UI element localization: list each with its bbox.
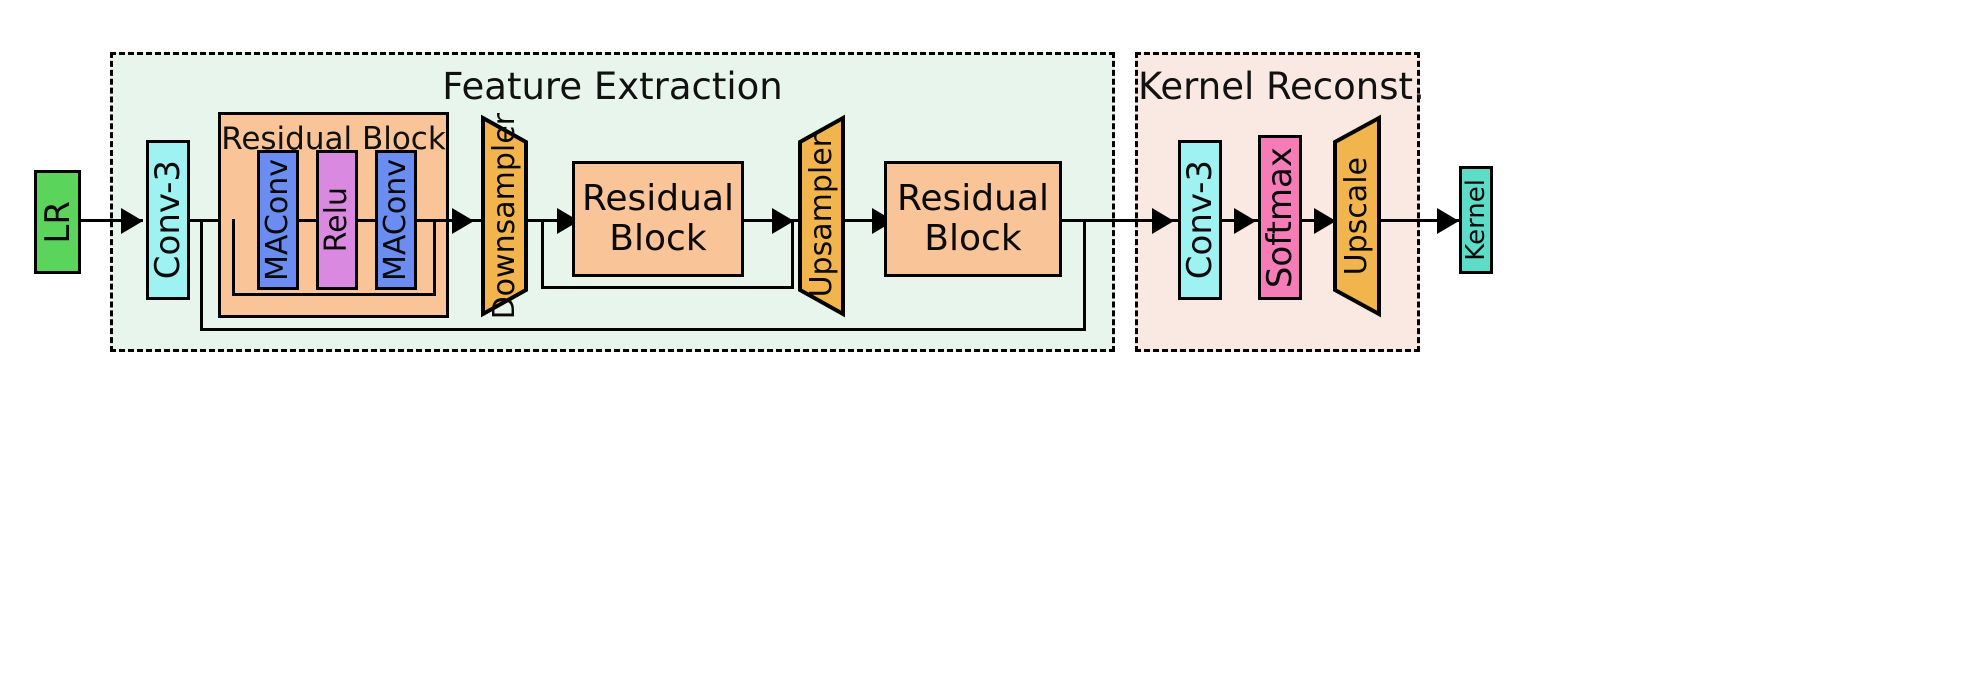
node-conv3-kernel-reconstruction-label: Conv-3 xyxy=(1180,160,1220,280)
arrowhead-residualblock1-to-upsampler xyxy=(772,208,794,234)
node-output-kernel-label: Kernel xyxy=(1461,179,1491,261)
node-downsampler[interactable]: Downsampler xyxy=(481,112,528,320)
node-upscale[interactable]: Upscale xyxy=(1333,114,1381,318)
upsampler-shape xyxy=(798,114,845,318)
node-residual-block-1[interactable]: Residual Block xyxy=(572,161,744,277)
arrowhead-residualblock-to-downsampler xyxy=(452,208,474,234)
node-maconv-1-label: MAConv xyxy=(260,159,295,281)
inner-block-skip-left xyxy=(232,219,235,296)
edge-upscale-to-kernel xyxy=(1381,219,1461,222)
arrowhead-lr-to-conv3 xyxy=(121,208,143,234)
midscale-skip-right xyxy=(791,219,794,289)
node-maconv-2-label: MAConv xyxy=(378,159,413,281)
node-downsampler-label: Downsampler xyxy=(486,112,522,320)
node-upsampler[interactable]: Upsampler xyxy=(798,114,845,318)
inner-block-skip-bottom xyxy=(232,293,436,296)
downsampler-shape xyxy=(481,114,528,318)
node-residual-block-2-label: Residual Block xyxy=(896,177,1050,259)
arrowhead-softmax-to-upscale xyxy=(1314,208,1336,234)
node-upsampler-label: Upsampler xyxy=(803,134,839,298)
node-relu-label: Relu xyxy=(319,187,354,253)
global-skip-left xyxy=(200,219,203,331)
node-relu[interactable]: Relu xyxy=(316,150,358,290)
node-conv3-feature-extraction[interactable]: Conv-3 xyxy=(146,140,190,300)
node-input-lr-label: LR xyxy=(37,200,78,244)
arrowhead-residualblock2-to-conv3kr xyxy=(1152,208,1174,234)
panel-feature-extraction-title: Feature Extraction xyxy=(442,65,783,108)
edge-residualblock2-to-conv3kr xyxy=(1062,219,1202,222)
node-conv3-kernel-reconstruction[interactable]: Conv-3 xyxy=(1178,140,1222,300)
node-conv3-feature-extraction-label: Conv-3 xyxy=(148,160,188,280)
node-residual-block-2[interactable]: Residual Block xyxy=(884,161,1062,277)
node-upscale-label: Upscale xyxy=(1339,156,1374,276)
node-softmax[interactable]: Softmax xyxy=(1258,135,1302,300)
edge-maconv1-to-relu xyxy=(299,219,318,222)
global-skip-right xyxy=(1083,219,1086,331)
inner-block-skip-right xyxy=(433,219,436,296)
arrowhead-upscale-to-kernel xyxy=(1437,208,1459,234)
edge-residualblock-to-downsampler xyxy=(417,219,482,222)
panel-kernel-reconstruction-title: Kernel Reconst. xyxy=(1138,65,1425,108)
node-maconv-1[interactable]: MAConv xyxy=(257,150,299,290)
node-input-lr[interactable]: LR xyxy=(34,170,81,274)
edge-lr-to-conv3 xyxy=(81,219,143,222)
midscale-skip-bottom xyxy=(541,286,794,289)
edge-relu-to-maconv2 xyxy=(358,219,377,222)
node-softmax-label: Softmax xyxy=(1260,146,1300,289)
node-residual-block-1-label: Residual Block xyxy=(581,177,735,259)
node-maconv-2[interactable]: MAConv xyxy=(375,150,417,290)
node-output-kernel[interactable]: Kernel xyxy=(1459,166,1493,274)
global-skip-bottom xyxy=(200,328,1086,331)
midscale-skip-left xyxy=(541,219,544,289)
upscale-shape xyxy=(1333,114,1381,318)
arrowhead-conv3kr-to-softmax xyxy=(1234,208,1256,234)
